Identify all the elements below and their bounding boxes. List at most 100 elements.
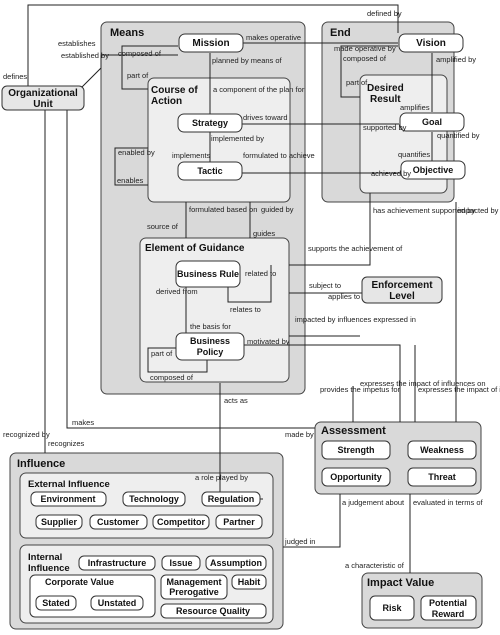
stated-label: Stated <box>42 598 70 608</box>
external-influence-title: External Influence <box>28 479 110 490</box>
label-enabled-by: enabled by <box>118 148 155 157</box>
strategy-label: Strategy <box>192 118 228 128</box>
mission-box <box>178 33 244 53</box>
connectors <box>27 4 457 573</box>
business-rule-label: Business Rule <box>177 269 239 279</box>
label-supported-by: supported by <box>363 123 407 132</box>
mission-label: Mission <box>192 38 229 49</box>
unstated-label: Unstated <box>98 598 137 608</box>
unstated-box <box>90 595 144 611</box>
label-guides: guides <box>253 229 275 238</box>
resource-quality-box <box>160 603 267 619</box>
supplier-box <box>35 514 83 530</box>
label-part-of-end: part of <box>346 78 368 87</box>
infrastructure-label: Infrastructure <box>88 558 147 568</box>
environment-label: Environment <box>40 494 95 504</box>
label-related-to: related to <box>245 269 276 278</box>
label-established-by: established by <box>61 51 109 60</box>
organizational-unit-box <box>1 85 85 111</box>
label-achieved-by: achieved by <box>371 169 411 178</box>
risk-box <box>369 595 415 621</box>
label-composed-of-means: composed of <box>118 49 162 58</box>
label-made-operative-by: made operative by <box>334 44 396 53</box>
opportunity-box <box>321 467 391 487</box>
label-defines: defines <box>3 72 27 81</box>
label-formulated-based-on: formulated based on <box>189 205 257 214</box>
label-formulated-to-achieve: formulated to achieve <box>243 151 315 160</box>
environment-box <box>30 491 107 507</box>
label-guided-by: guided by <box>261 205 294 214</box>
label-composed-of-policy: composed of <box>150 373 194 382</box>
business-rule-box <box>175 260 241 288</box>
label-planned-by-means-of: planned by means of <box>212 56 283 65</box>
opportunity-label: Opportunity <box>330 472 382 482</box>
label-implemented-by: implemented by <box>211 134 264 143</box>
label-enables: enables <box>117 176 144 185</box>
label-makes: makes <box>72 418 94 427</box>
weakness-label: Weakness <box>420 445 464 455</box>
label-evaluated-in-terms-of: evaluated in terms of <box>413 498 484 507</box>
corporate-value-title: Corporate Value <box>45 577 114 587</box>
regulation-box <box>201 491 261 507</box>
label-applies-to: applies to <box>328 292 360 301</box>
label-quantified-by: quantified by <box>437 131 480 140</box>
label-impacted-by-influences-mid: impacted by influences expressed in <box>295 315 416 324</box>
means-title: Means <box>110 27 144 39</box>
relationship-labels: defined by defines establishes establish… <box>3 9 500 570</box>
habit-label: Habit <box>238 577 261 587</box>
strength-label: Strength <box>338 445 375 455</box>
tactic-box <box>177 161 243 181</box>
element-of-guidance-title: Element of Guidance <box>145 243 245 254</box>
threat-box <box>407 467 477 487</box>
assessment-title: Assessment <box>321 425 386 437</box>
label-part-of-policy: part of <box>151 349 173 358</box>
label-has-achievement-supported-by: has achievement supported by <box>373 206 475 215</box>
issue-box <box>161 555 201 571</box>
label-relates-to: relates to <box>230 305 261 314</box>
label-part-of-means: part of <box>127 71 149 80</box>
management-prerogative-box <box>160 574 228 600</box>
technology-label: Technology <box>129 494 179 504</box>
partner-box <box>215 514 263 530</box>
issue-label: Issue <box>169 558 192 568</box>
stated-box <box>35 595 77 611</box>
label-expresses-impact-2: expresses the impact of influences on <box>418 385 500 394</box>
partner-label: Partner <box>223 517 255 527</box>
vision-box <box>398 33 464 53</box>
label-supports-the-achievement-of: supports the achievement of <box>308 244 403 253</box>
potential-reward-box <box>420 595 477 621</box>
label-expresses-impact-1: expresses the impact of influences on <box>360 379 486 388</box>
label-defined-by: defined by <box>367 9 402 18</box>
label-a-judgement-about: a judgement about <box>342 498 405 507</box>
label-recognizes: recognizes <box>48 439 85 448</box>
label-a-characteristic-of: a characteristic of <box>345 561 405 570</box>
label-source-of: source of <box>147 222 179 231</box>
technology-box <box>122 491 186 507</box>
weakness-box <box>407 440 477 460</box>
customer-box <box>89 514 148 530</box>
objective-box <box>400 160 466 180</box>
tactic-label: Tactic <box>197 166 222 176</box>
label-implements: implements <box>172 151 211 160</box>
end-title: End <box>330 27 351 39</box>
business-policy-box <box>175 332 245 361</box>
enforcement-level-box <box>361 276 443 304</box>
competitor-box <box>152 514 210 530</box>
supplier-label: Supplier <box>41 517 78 527</box>
goal-box <box>399 112 465 132</box>
label-composed-of-end: composed of <box>343 54 387 63</box>
label-amplified-by: amplified by <box>436 55 476 64</box>
label-establishes: establishes <box>58 39 96 48</box>
label-judged-in: judged in <box>284 537 315 546</box>
vision-label: Vision <box>416 38 446 49</box>
label-made-by: made by <box>285 430 314 439</box>
label-drives-toward: drives toward <box>243 113 288 122</box>
label-component-of-plan: a component of the plan for <box>213 85 305 94</box>
threat-label: Threat <box>428 472 456 482</box>
regulation-label: Regulation <box>208 494 255 504</box>
label-the-basis-for: the basis for <box>190 322 231 331</box>
